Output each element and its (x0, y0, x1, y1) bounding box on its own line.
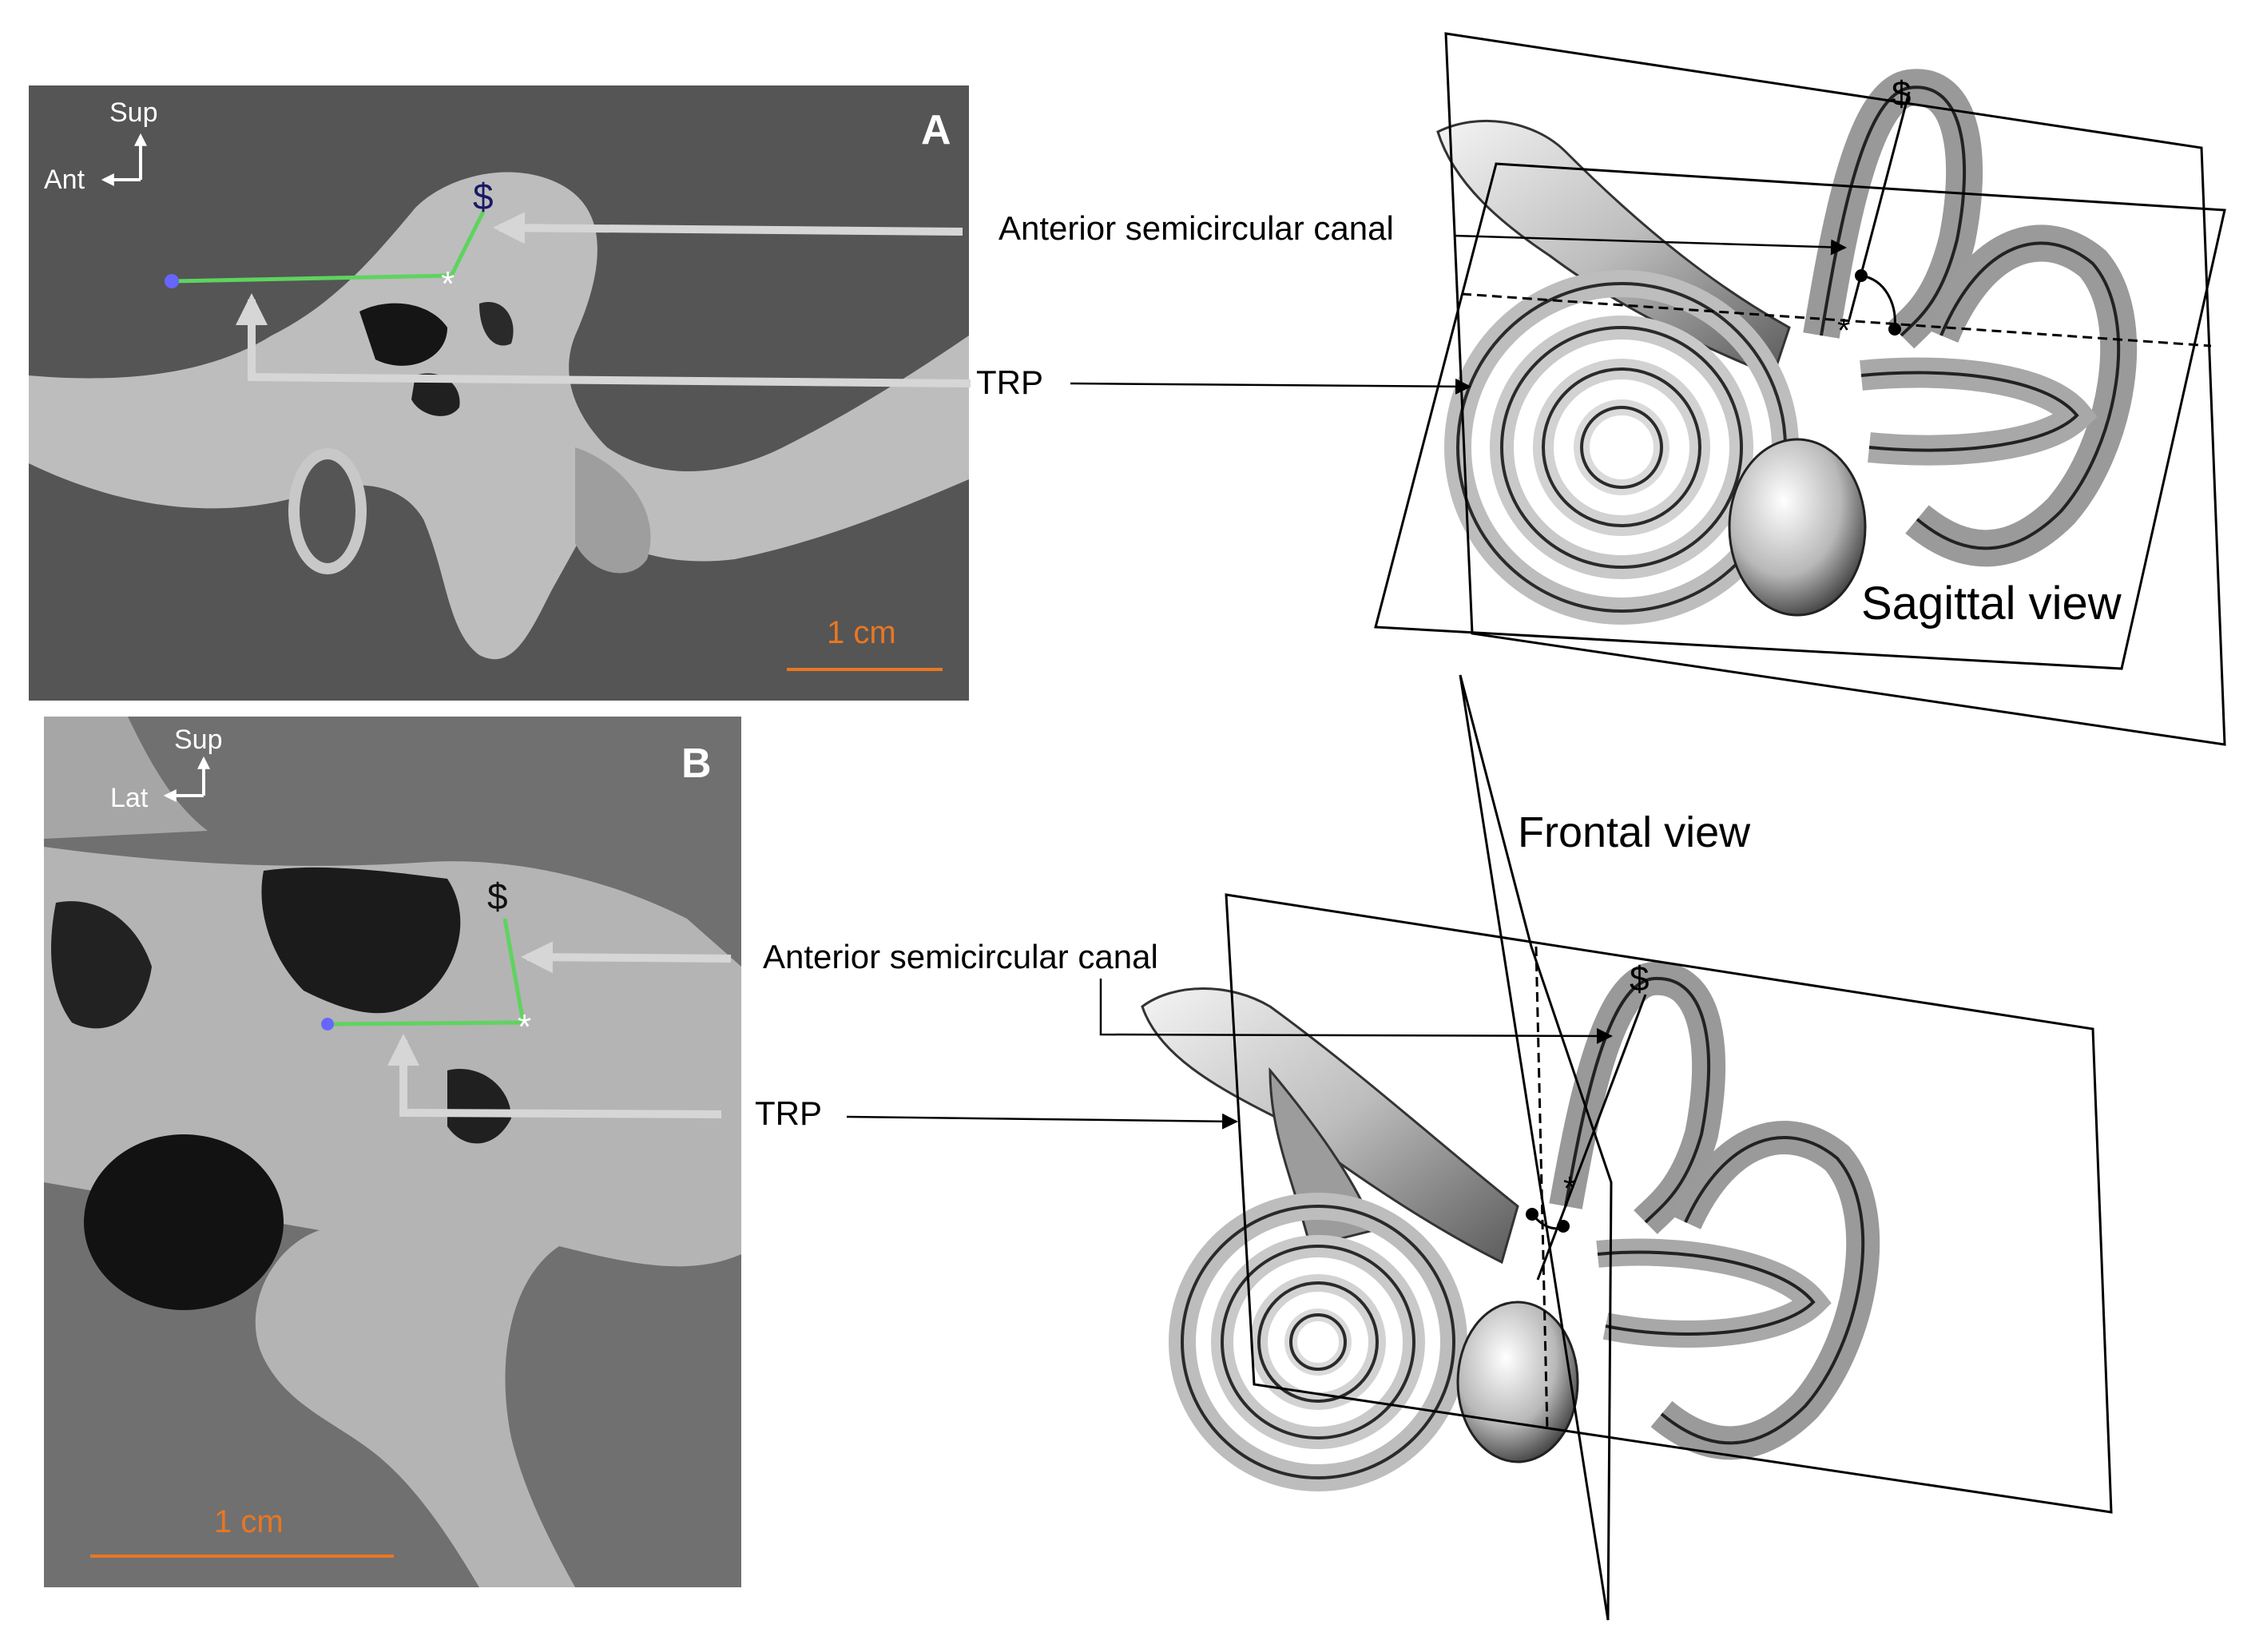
sagittal-canal-label: Anterior semicircular canal (998, 209, 1394, 247)
sagittal-view-label: Sagittal view (1861, 578, 2122, 629)
frontal-trp-pointer (846, 1113, 1238, 1130)
panel-b-upper-bone (44, 717, 208, 839)
panel-b-air-cells-upper (261, 867, 461, 1014)
sagittal-angle-arc (1860, 274, 1896, 330)
frontal-posterior-canal (1650, 1121, 1880, 1460)
sagittal-trp-label: TRP (976, 363, 1043, 401)
panel-a-star-mark: * (441, 264, 455, 304)
sagittal-plane-front (1374, 162, 2226, 670)
sagittal-vestibule (1728, 438, 1867, 617)
panel-b-canal-line (502, 918, 526, 1023)
panel-a-canal-ring (288, 448, 367, 574)
panel-a-canal-line (449, 210, 486, 277)
panel-b-air-cells-mid (447, 1069, 511, 1144)
frontal-plane-horizontal (1225, 893, 2113, 1514)
sagittal-dollar-mark: $ (1892, 74, 1911, 113)
panel-a-orient-sup: Sup (109, 97, 158, 128)
sagittal-plane-back (1444, 32, 2226, 746)
panel-a-letter: A (921, 107, 951, 153)
sagittal-trp-pointer (1070, 378, 1471, 395)
panel-a-dollar-mark: $ (473, 176, 494, 217)
panel-b-letter: B (681, 741, 712, 787)
panel-b-star-mark: * (518, 1007, 531, 1046)
panel-a-trp-arrow (236, 293, 971, 387)
panel-b-trp-endpoint (321, 1018, 334, 1031)
sagittal-trp-dot (1888, 323, 1901, 336)
frontal-canal-measure-line (1536, 994, 1647, 1281)
frontal-canal-label: Anterior semicircular canal (763, 938, 1158, 975)
panel-a-lower-bone (575, 447, 651, 574)
panel-b-orient-sup: Sup (174, 725, 223, 755)
panel-b-orient-lat: Lat (110, 783, 149, 813)
panel-b-trp-line (327, 1020, 524, 1027)
frontal-star-mark: * (1563, 1170, 1576, 1207)
panel-a-air-cell-2 (411, 373, 460, 416)
panel-b-temporal-bone (44, 847, 741, 1587)
panel-a-trp-endpoint (165, 274, 179, 288)
panel-a-trp-line (171, 273, 452, 284)
sagittal-view: $ * Anterior semicircular canal TRP Sagi… (976, 32, 2226, 746)
frontal-dollar-mark: $ (1630, 959, 1649, 999)
panel-b-air-cells-left (51, 901, 152, 1029)
panel-a: $ * Sup Ant A 1 cm (29, 85, 971, 701)
frontal-lateral-canal-outline (1597, 1250, 1816, 1336)
frontal-labyrinth (1141, 961, 1880, 1491)
panel-a-scale-label: 1 cm (827, 615, 896, 650)
frontal-vestibule (1456, 1301, 1579, 1463)
frontal-plane-vertical (1459, 674, 1613, 1621)
sagittal-anterior-canal-outline (1820, 85, 1967, 337)
panel-b-dollar-mark: $ (487, 876, 508, 917)
panel-b-dark-cavity (84, 1134, 284, 1310)
panel-b-canal-arrow (521, 941, 732, 974)
frontal-canal-pointer (1099, 979, 1613, 1044)
frontal-view: $ * Frontal view Anterior semicircular c… (755, 674, 2113, 1621)
sagittal-canal-dot (1855, 269, 1868, 282)
panel-b: $ * Sup Lat B 1 cm (44, 717, 741, 1587)
frontal-anterior-canal-outline (1564, 976, 1711, 1224)
panel-a-canal-arrow (493, 212, 963, 244)
sagittal-cochlea (1444, 270, 1799, 625)
panel-a-air-cell-1 (359, 303, 447, 366)
frontal-dashed-axis (1534, 946, 1549, 1431)
frontal-trp-label: TRP (755, 1094, 822, 1132)
frontal-posterior-canal-outline (1660, 1136, 1865, 1445)
panel-a-air-cell-3 (479, 302, 514, 346)
sagittal-star-mark: * (1837, 312, 1850, 349)
panel-a-temporal-bone (29, 172, 969, 660)
frontal-cochlea (1169, 1193, 1467, 1491)
sagittal-lateral-canal-outline (1860, 371, 2079, 452)
sagittal-posterior-canal-outline (1916, 241, 2121, 550)
frontal-angle-arc (1531, 1213, 1564, 1230)
sagittal-labyrinth (1436, 69, 2138, 625)
panel-b-trp-arrow (387, 1034, 722, 1118)
sagittal-canal-pointer (1453, 234, 1847, 256)
panel-a-orient-ant: Ant (44, 165, 85, 195)
sagittal-dashed-axis (1461, 292, 2212, 347)
sagittal-lateral-canal (1860, 357, 2098, 466)
frontal-view-label: Frontal view (1518, 808, 1751, 856)
panel-b-scale-label: 1 cm (214, 1504, 284, 1539)
